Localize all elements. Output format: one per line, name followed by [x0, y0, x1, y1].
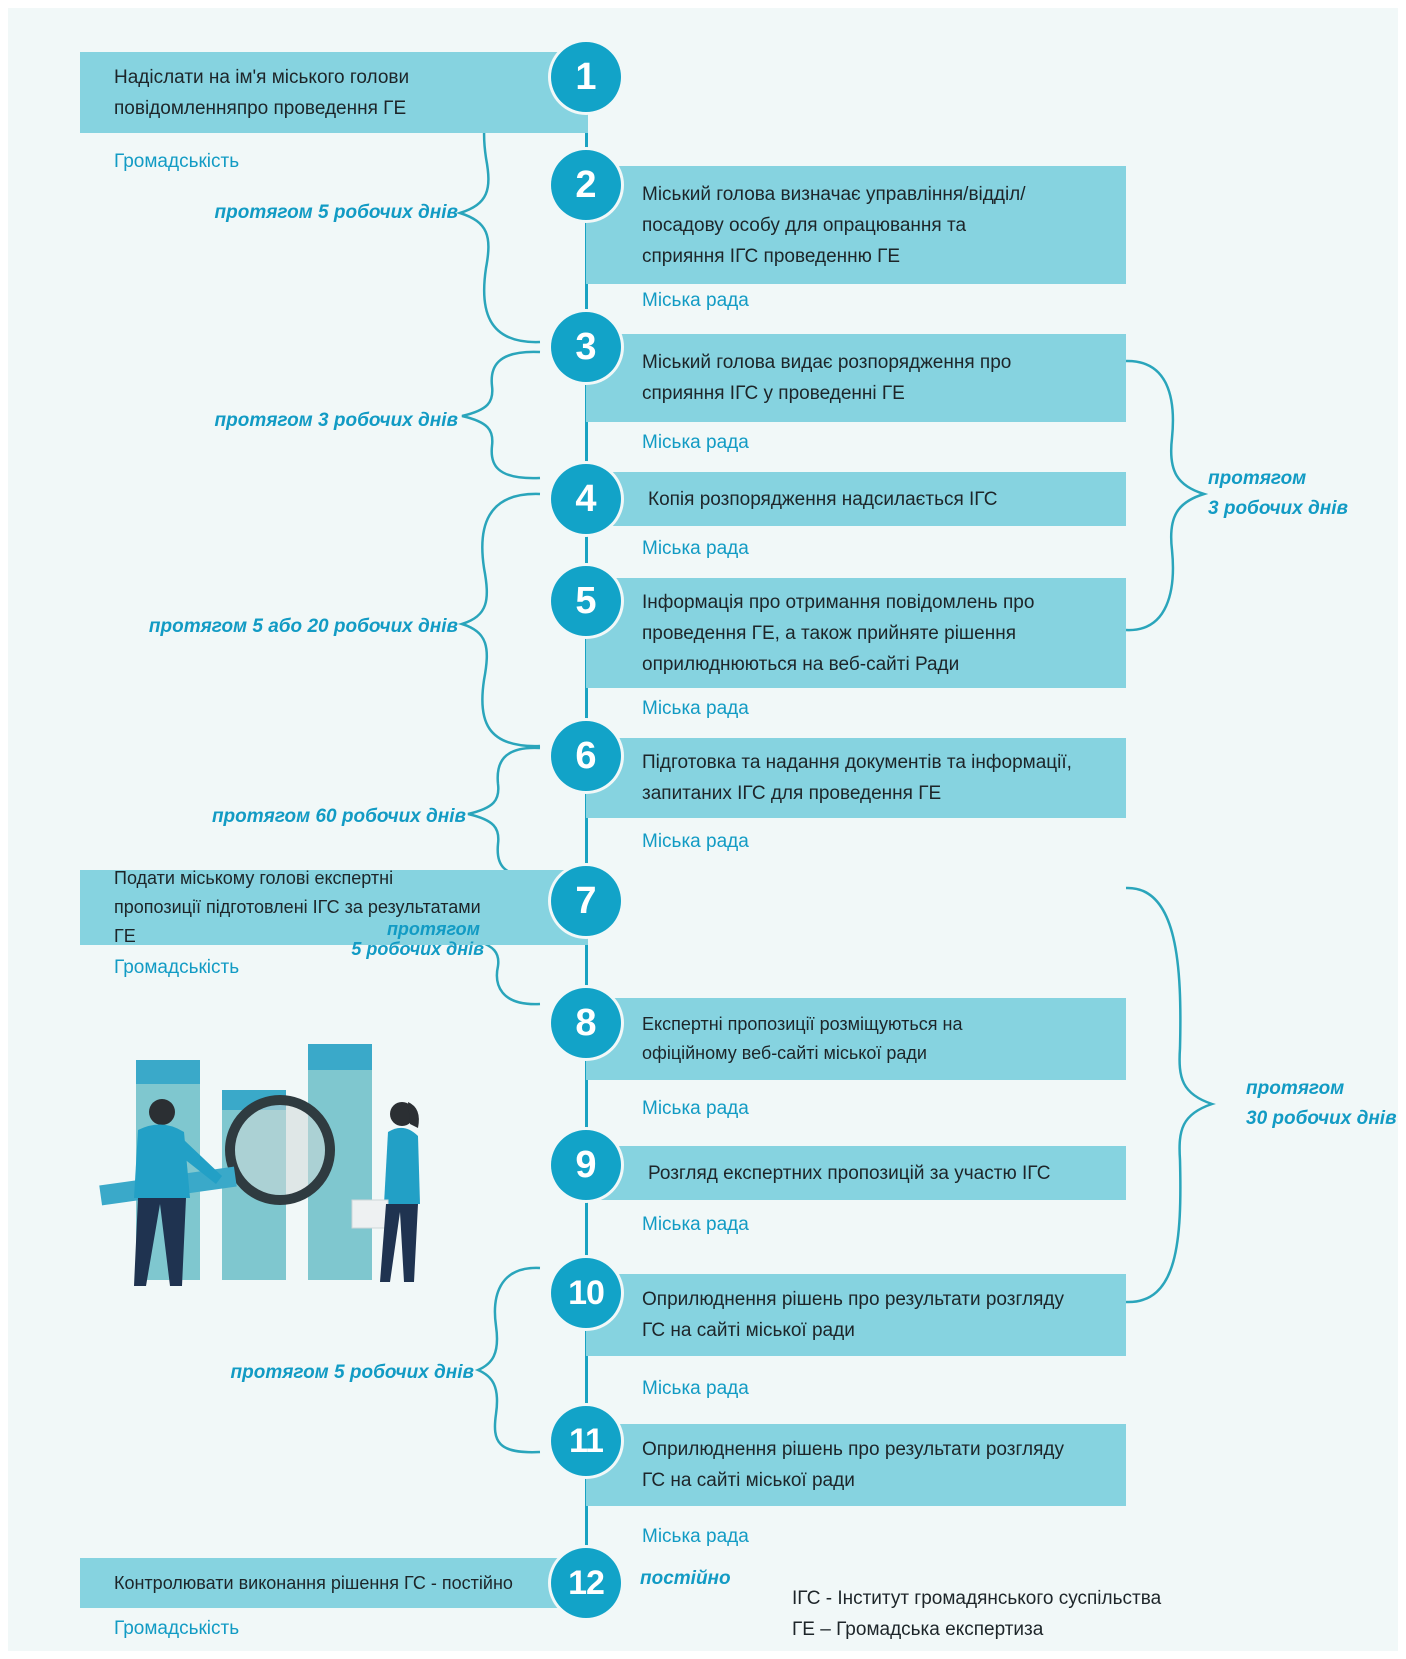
- step-12-actor: Громадськість: [114, 1618, 240, 1639]
- step-5-number: 5: [551, 566, 621, 636]
- brace-step6-step7: [467, 746, 541, 878]
- step-4-box: Копія розпорядження надсилається ІГС: [586, 472, 1126, 526]
- brace-step4-step6: [457, 492, 541, 748]
- step-1-text: Надіслати на ім'я міського голови повідо…: [114, 66, 410, 119]
- magnifier-icon: [225, 1095, 335, 1205]
- duration-step6-step7: протягом 60 робочих днів: [211, 806, 466, 827]
- step-11-text: Оприлюднення рішень про результати розгл…: [642, 1439, 1064, 1491]
- step-9-number: 9: [551, 1130, 621, 1200]
- step-1-actor: Громадськість: [114, 151, 240, 172]
- duration-right-step3-step5-line2: 3 робочих днів: [1208, 498, 1348, 519]
- step-11-actor: Міська рада: [642, 1526, 749, 1547]
- legend-ge: ГЕ – Громадська експертиза: [792, 1619, 1044, 1640]
- step-11-number: 11: [551, 1406, 621, 1476]
- duration-step10-step11: протягом 5 робочих днів: [230, 1362, 475, 1383]
- step-1-box: Надіслати на ім'я міського голови повідо…: [80, 52, 588, 133]
- duration-step1-step3: протягом 5 робочих днів: [214, 202, 459, 223]
- step-10-box: Оприлюднення рішень про результати розгл…: [586, 1274, 1126, 1356]
- legend-igs: ІГС - Інститут громадянського суспільств…: [792, 1588, 1162, 1609]
- step-5-box: Інформація про отримання повідомлень про…: [586, 578, 1126, 688]
- step-2-text: Міський голова визначає управління/відді…: [642, 183, 1026, 267]
- step-6-box: Підготовка та надання документів та інфо…: [586, 738, 1126, 818]
- step-7-box: Подати міському голові експертні пропози…: [80, 868, 588, 946]
- brace-right-step3-step5: [1125, 359, 1209, 632]
- step-3-text: Міський голова видає розпорядження про с…: [642, 352, 1012, 404]
- step-3-number: 3: [551, 312, 621, 382]
- step-4-actor: Міська рада: [642, 538, 749, 559]
- step-6-number: 6: [551, 721, 621, 791]
- step-2-box: Міський голова визначає управління/відді…: [586, 166, 1126, 284]
- duration-right-step7-step10-line1: протягом: [1246, 1078, 1345, 1099]
- step-5-actor: Міська рада: [642, 698, 749, 719]
- duration-step7-step8-line2: 5 робочих днів: [351, 939, 484, 959]
- step-10-number: 10: [551, 1258, 621, 1328]
- step-6-actor: Міська рада: [642, 831, 749, 852]
- duration-right-step3-step5-line1: протягом: [1208, 468, 1307, 489]
- step-2-number: 2: [551, 150, 621, 220]
- step-8-text: Експертні пропозиції розміщуються на офі…: [642, 1014, 963, 1063]
- step-12-box: Контролювати виконання рішення ГС - пост…: [80, 1558, 588, 1608]
- step-9-actor: Міська рада: [642, 1214, 749, 1235]
- brace-right-step7-step10: [1125, 886, 1216, 1304]
- step-1-number: 1: [551, 42, 621, 112]
- step-8-number: 8: [551, 988, 621, 1058]
- legend: ІГС - Інститут громадянського суспільств…: [792, 1583, 1161, 1645]
- step-4-number: 4: [551, 464, 621, 534]
- brace-step3-step4: [461, 350, 541, 480]
- bracket-layer: [99, 72, 1216, 1454]
- step-4-text: Копія розпорядження надсилається ІГС: [648, 488, 998, 510]
- duration-step3-step4: протягом 3 робочих днів: [214, 410, 459, 431]
- step-11-box: Оприлюднення рішень про результати розгл…: [586, 1424, 1126, 1506]
- timeline-line: [585, 72, 588, 1575]
- step-10-text: Оприлюднення рішень про результати розгл…: [642, 1289, 1064, 1341]
- step-6-text: Підготовка та надання документів та інфо…: [642, 752, 1072, 804]
- step-7-actor: Громадськість: [114, 957, 240, 978]
- step-10-actor: Міська рада: [642, 1378, 749, 1399]
- step-8-box: Експертні пропозиції розміщуються на офі…: [586, 998, 1126, 1080]
- step-9-box: Розгляд експертних пропозицій за участю …: [586, 1146, 1126, 1200]
- step-3-actor: Міська рада: [642, 432, 749, 453]
- step-12-number: 12: [551, 1548, 621, 1618]
- step-5-text: Інформація про отримання повідомлень про…: [642, 591, 1035, 675]
- step-9-text: Розгляд експертних пропозицій за участю …: [648, 1162, 1051, 1184]
- step-7-number: 7: [551, 866, 621, 936]
- person-woman: [390, 1102, 414, 1126]
- person-man: [149, 1099, 175, 1125]
- step-8-actor: Міська рада: [642, 1098, 749, 1119]
- step-3-box: Міський голова видає розпорядження про с…: [586, 334, 1126, 422]
- illustration-analysts: [99, 1044, 420, 1286]
- process-diagram: Надіслати на ім'я міського голови повідо…: [8, 8, 1398, 1651]
- brace-step10-step11: [474, 1266, 541, 1454]
- duration-step12: постійно: [640, 1568, 731, 1589]
- duration-step4-step6: протягом 5 або 20 робочих днів: [148, 616, 458, 637]
- duration-right-step7-step10-line2: 30 робочих днів: [1246, 1108, 1397, 1129]
- step-2-actor: Міська рада: [642, 290, 749, 311]
- step-7-text: Подати міському голові експертні пропози…: [114, 868, 481, 946]
- step-12-text: Контролювати виконання рішення ГС - пост…: [114, 1572, 513, 1593]
- duration-step7-step8-line1: протягом: [386, 919, 480, 939]
